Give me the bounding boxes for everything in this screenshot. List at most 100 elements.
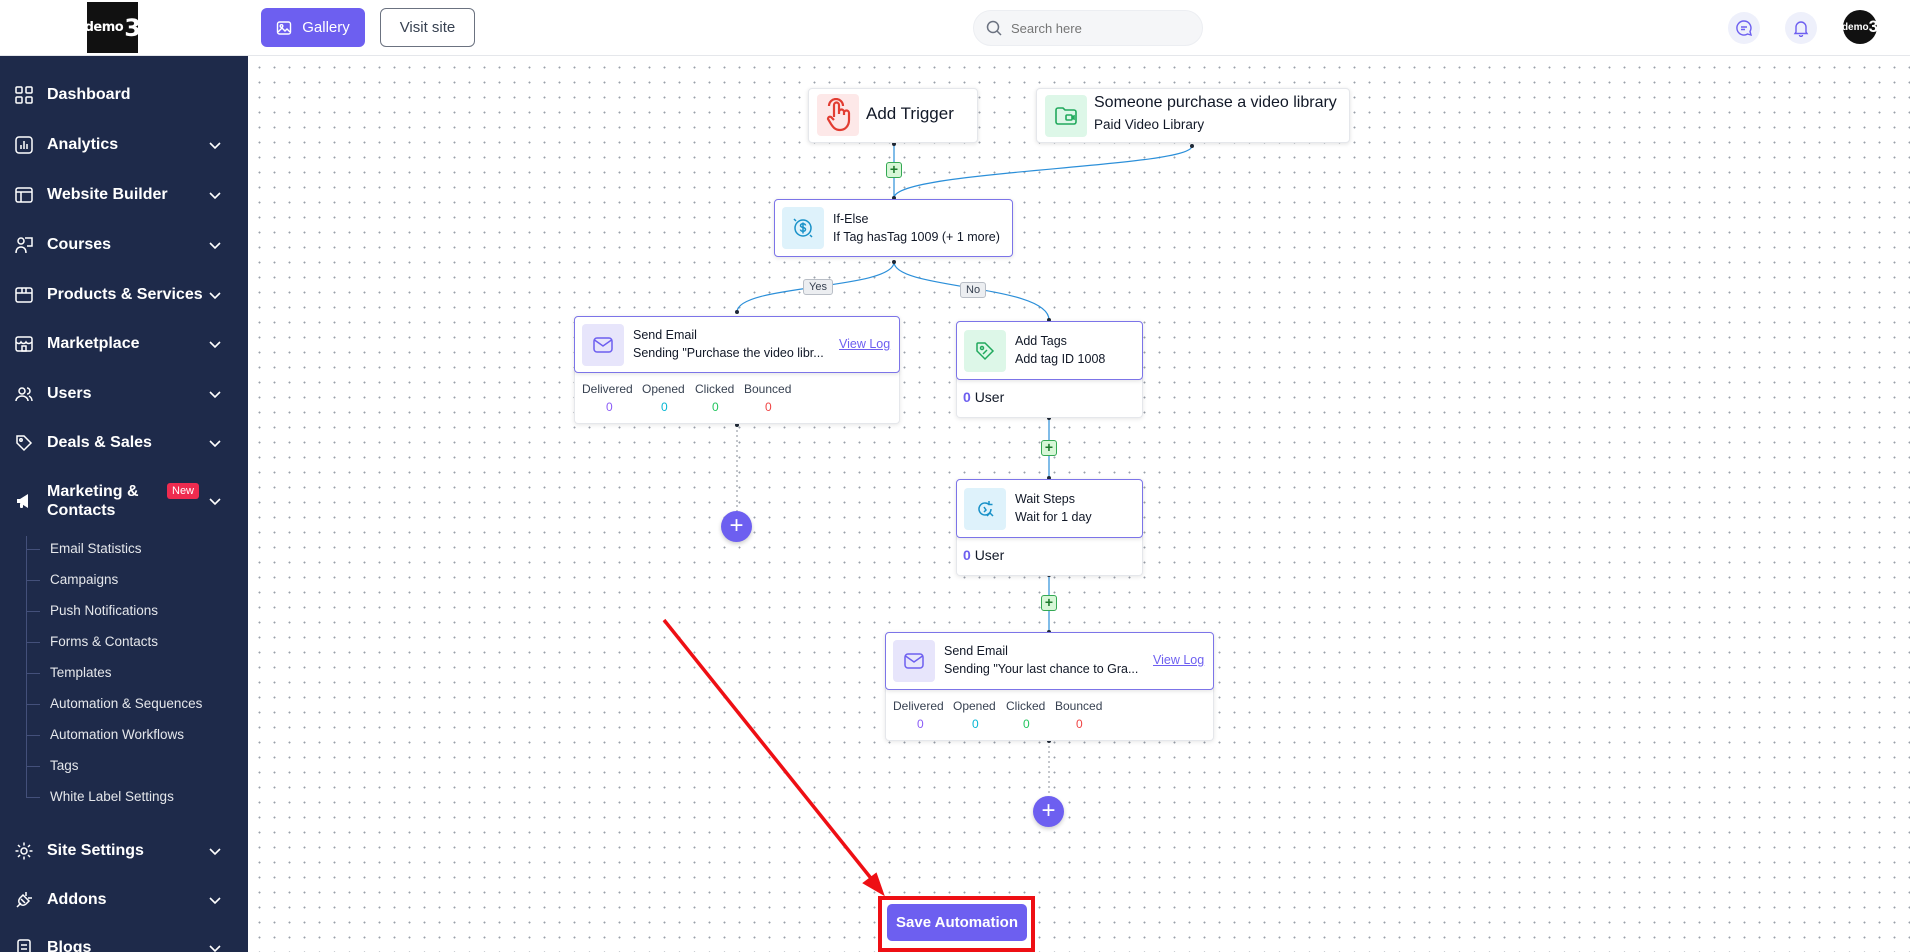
stat-delivered-label: Delivered bbox=[893, 699, 944, 713]
wait-user-count: 0 User bbox=[963, 547, 1004, 563]
sidebar-subitem-templates[interactable]: Templates bbox=[26, 665, 112, 680]
sidebar-item-marketing-contacts[interactable]: Marketing &Contacts bbox=[0, 480, 248, 522]
sidebar-item-marketplace[interactable]: Marketplace bbox=[0, 324, 248, 364]
wait-steps-subtitle: Wait for 1 day bbox=[1015, 510, 1092, 524]
search-input[interactable] bbox=[1011, 20, 1191, 36]
document-icon bbox=[14, 938, 34, 952]
chat-button[interactable] bbox=[1728, 12, 1760, 44]
sidebar-subitem-campaigns[interactable]: Campaigns bbox=[25, 572, 119, 587]
stat-bounced-value: 0 bbox=[1076, 717, 1083, 731]
timer-icon bbox=[964, 488, 1006, 530]
sidebar-item-deals-sales[interactable]: Deals & Sales bbox=[0, 423, 248, 463]
send-email-node-2[interactable]: Send Email Sending "Your last chance to … bbox=[885, 632, 1214, 690]
trigger-event-subtitle: Paid Video Library bbox=[1094, 117, 1205, 132]
add-node-button[interactable]: + bbox=[721, 511, 752, 542]
save-automation-button[interactable]: Save Automation bbox=[887, 904, 1027, 941]
stat-delivered-label: Delivered bbox=[582, 382, 633, 396]
sidebar-item-users[interactable]: Users bbox=[0, 374, 248, 414]
add-tags-node[interactable]: Add Tags Add tag ID 1008 bbox=[956, 321, 1143, 380]
label-line-2: Contacts bbox=[47, 502, 116, 519]
stat-opened-value: 0 bbox=[661, 400, 668, 414]
email1-stats-panel: Delivered Opened Clicked Bounced 0 0 0 0 bbox=[574, 370, 900, 424]
sidebar-item-label: Products & Services bbox=[47, 286, 203, 303]
notifications-button[interactable] bbox=[1785, 12, 1817, 44]
if-else-node[interactable]: If-Else If Tag hasTag 1009 (+ 1 more) bbox=[774, 199, 1013, 257]
no-branch-label: No bbox=[960, 282, 987, 298]
addtags-count-value: 0 bbox=[963, 389, 971, 405]
add-node-button[interactable]: + bbox=[1033, 796, 1064, 827]
chevron-down-icon bbox=[209, 142, 221, 150]
sidebar-item-label: Deals & Sales bbox=[47, 434, 152, 451]
sidebar-item-dashboard[interactable]: Dashboard bbox=[0, 75, 248, 115]
add-step-button[interactable]: + bbox=[1041, 595, 1057, 611]
mail-icon bbox=[893, 640, 935, 682]
wait-steps-node[interactable]: Wait Steps Wait for 1 day bbox=[956, 479, 1143, 538]
stat-bounced-value: 0 bbox=[765, 400, 772, 414]
teacher-icon bbox=[14, 235, 34, 255]
add-step-button[interactable]: + bbox=[1041, 440, 1057, 456]
sidebar-item-addons[interactable]: Addons bbox=[0, 880, 248, 920]
chevron-down-icon bbox=[209, 498, 221, 506]
tag-icon bbox=[964, 330, 1006, 372]
trigger-event-title: Someone purchase a video library bbox=[1094, 94, 1337, 111]
yes-branch-label: Yes bbox=[803, 279, 833, 295]
chevron-down-icon bbox=[209, 242, 221, 250]
tag-icon bbox=[14, 433, 34, 453]
visit-site-button[interactable]: Visit site bbox=[380, 8, 475, 47]
stat-bounced-label: Bounced bbox=[744, 382, 792, 396]
gallery-button-label: Gallery bbox=[302, 19, 350, 36]
wait-steps-title: Wait Steps bbox=[1015, 492, 1075, 506]
send-email-1-subtitle: Sending "Purchase the video libr... bbox=[633, 346, 824, 360]
sidebar-item-blogs[interactable]: Blogs bbox=[0, 928, 248, 952]
sidebar-subitem-white-label-settings[interactable]: White Label Settings bbox=[26, 789, 174, 804]
stat-delivered-value: 0 bbox=[606, 400, 613, 414]
hand-pointer-icon bbox=[817, 94, 859, 136]
sidebar-item-label: Blogs bbox=[47, 939, 92, 952]
sidebar-item-analytics[interactable]: Analytics bbox=[0, 125, 248, 165]
add-trigger-node[interactable]: Add Trigger bbox=[808, 88, 978, 143]
chevron-down-icon bbox=[209, 192, 221, 200]
sidebar-item-label: Website Builder bbox=[47, 186, 168, 203]
chevron-down-icon bbox=[209, 945, 221, 952]
gear-icon bbox=[14, 841, 34, 861]
sidebar-subitem-push-notifications[interactable]: Push Notifications bbox=[25, 603, 159, 618]
sidebar-item-products-services[interactable]: Products & Services bbox=[0, 275, 248, 315]
folder-video-icon bbox=[1045, 95, 1087, 137]
send-email-1-title: Send Email bbox=[633, 328, 697, 342]
gallery-button[interactable]: Gallery bbox=[261, 8, 365, 47]
annotation-highlight-box bbox=[878, 896, 1035, 952]
sidebar-subitem-forms-contacts[interactable]: Forms & Contacts bbox=[25, 634, 159, 649]
addtags-user-count: 0 User bbox=[963, 389, 1004, 405]
sidebar-item-label: Marketplace bbox=[47, 335, 140, 352]
email2-stats-panel: Delivered Opened Clicked Bounced 0 0 0 0 bbox=[885, 687, 1214, 741]
sidebar-subitem-email-statistics[interactable]: Email Statistics bbox=[26, 541, 142, 556]
search-box[interactable] bbox=[973, 10, 1203, 46]
sidebar-item-label: Analytics bbox=[47, 136, 119, 153]
chevron-down-icon bbox=[209, 897, 221, 905]
add-step-button[interactable]: + bbox=[886, 162, 902, 178]
sidebar-subitem-tags[interactable]: Tags bbox=[26, 758, 79, 773]
sidebar-subitem-automation-sequences[interactable]: Automation & Sequences bbox=[25, 696, 203, 711]
wait-count-panel: 0 User bbox=[956, 536, 1143, 576]
sidebar-subitem-automation-workflows[interactable]: Automation Workflows bbox=[25, 727, 185, 742]
grid-icon bbox=[14, 85, 34, 105]
sidebar-item-site-settings[interactable]: Site Settings bbox=[0, 831, 248, 871]
trigger-event-node[interactable]: Someone purchase a video library Paid Vi… bbox=[1036, 88, 1350, 143]
sidebar-item-website-builder[interactable]: Website Builder bbox=[0, 175, 248, 215]
layout-icon bbox=[14, 185, 34, 205]
view-log-link[interactable]: View Log bbox=[839, 337, 891, 351]
view-log-link[interactable]: View Log bbox=[1153, 653, 1205, 667]
add-tags-title: Add Tags bbox=[1015, 334, 1067, 348]
plug-icon bbox=[14, 890, 34, 910]
new-badge: New bbox=[167, 483, 200, 499]
bar-chart-icon bbox=[14, 135, 34, 155]
sidebar-item-courses[interactable]: Courses bbox=[0, 225, 248, 265]
stat-delivered-value: 0 bbox=[917, 717, 924, 731]
logo-number: 3 bbox=[124, 13, 141, 42]
send-email-node-1[interactable]: Send Email Sending "Purchase the video l… bbox=[574, 316, 900, 373]
